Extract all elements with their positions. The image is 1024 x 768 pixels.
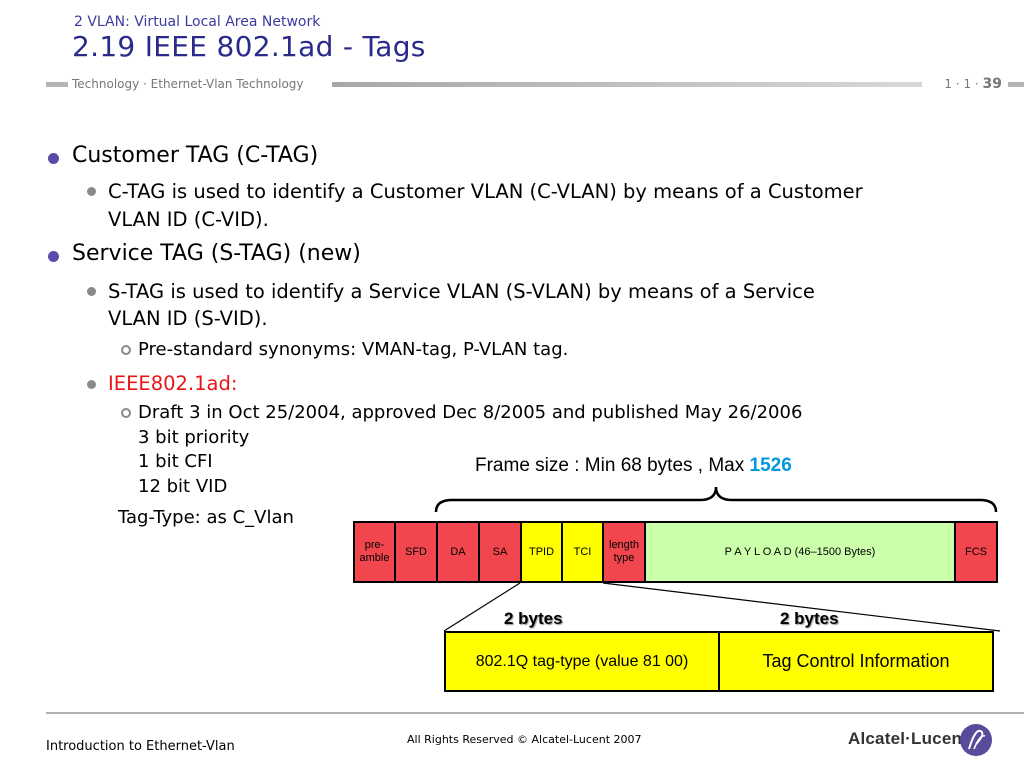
bullet-ring-icon <box>121 345 131 355</box>
frame-field-da: DA <box>436 521 480 583</box>
bullet-dot-icon <box>87 287 96 296</box>
page-number: 1 · 1 · 39 <box>944 76 1002 92</box>
header-rule-left <box>46 82 68 87</box>
sa-label: SA <box>492 545 508 558</box>
synonyms-text: Pre-standard synonyms: VMAN-tag, P-VLAN … <box>138 339 569 360</box>
header-rule-right <box>1008 82 1024 87</box>
preamble-label-2: amble <box>359 552 390 564</box>
frame-field-tpid: TPID <box>520 521 563 583</box>
copyright: All Rights Reserved © Alcatel-Lucent 200… <box>407 733 642 746</box>
bullet-dot-icon <box>87 187 96 196</box>
frame-field-fcs: FCS <box>954 521 998 583</box>
frame-size-max: 1526 <box>749 455 792 476</box>
cfi-text: 1 bit CFI <box>138 451 213 472</box>
bytes-label-right: 2 bytes <box>780 609 839 628</box>
frame-size-label: Frame size : Min 68 bytes , Max 1526 <box>475 455 792 477</box>
ieee-heading: IEEE802.1ad: <box>108 372 238 395</box>
section-supertitle: 2 VLAN: Virtual Local Area Network <box>74 14 321 30</box>
tag-type-label: 802.1Q tag-type (value 81 00) <box>475 652 689 670</box>
bytes-label-left: 2 bytes <box>504 609 563 628</box>
bullet-dot-icon <box>87 380 96 389</box>
tci-label: TCI <box>573 545 592 558</box>
length-label-2: type <box>613 552 635 564</box>
breadcrumb: Technology · Ethernet-Vlan Technology <box>72 77 304 91</box>
tag-type-box: 802.1Q tag-type (value 81 00) <box>444 631 720 692</box>
bullet-ring-icon <box>121 408 131 418</box>
fcs-label: FCS <box>965 545 987 558</box>
sfd-label: SFD <box>405 545 427 558</box>
tci-box: Tag Control Information <box>718 631 994 692</box>
ctag-heading: Customer TAG (C-TAG) <box>72 143 319 168</box>
tpid-label: TPID <box>528 545 555 558</box>
logo: Alcatel·Lucent <box>848 729 968 748</box>
ctag-description-line2: VLAN ID (C-VID). <box>108 208 269 231</box>
tagtype-text: Tag-Type: as C_Vlan <box>118 507 294 528</box>
ctag-description-line1: C-TAG is used to identify a Customer VLA… <box>108 180 863 203</box>
page-title: 2.19 IEEE 802.1ad - Tags <box>72 30 426 63</box>
bullet-dot-icon <box>48 251 59 262</box>
draft-text: Draft 3 in Oct 25/2004, approved Dec 8/2… <box>138 402 803 423</box>
alcatel-lucent-logo-icon <box>960 724 992 756</box>
frame-size-text: Frame size : Min 68 bytes , Max <box>475 455 750 476</box>
stag-description-line2: VLAN ID (S-VID). <box>108 307 268 330</box>
page-number-value: 39 <box>982 76 1002 92</box>
tci-box-label: Tag Control Information <box>762 651 950 671</box>
zoom-line-right <box>602 582 1001 632</box>
da-label: DA <box>450 545 466 558</box>
frame-field-tci: TCI <box>561 521 604 583</box>
vid-text: 12 bit VID <box>138 476 228 497</box>
page-prefix: 1 · 1 · <box>944 77 983 91</box>
stag-description-line1: S-TAG is used to identify a Service VLAN… <box>108 280 815 303</box>
payload-label: P A Y L O A D (46–1500 Bytes) <box>724 545 876 558</box>
zoom-line-left <box>443 582 521 632</box>
preamble-label-1: pre- <box>364 539 385 551</box>
header-rule-middle <box>332 82 922 87</box>
priority-text: 3 bit priority <box>138 427 250 448</box>
footer-rule <box>46 712 1024 714</box>
frame-field-sfd: SFD <box>394 521 438 583</box>
length-label-1: length <box>609 539 639 551</box>
frame-field-payload: P A Y L O A D (46–1500 Bytes) <box>644 521 956 583</box>
frame-brace-icon <box>434 486 998 513</box>
bullet-dot-icon <box>48 153 59 164</box>
frame-field-sa: SA <box>478 521 522 583</box>
course-title: Introduction to Ethernet-Vlan <box>46 739 235 754</box>
stag-heading: Service TAG (S-TAG) (new) <box>72 241 361 266</box>
frame-field-preamble: pre-amble <box>353 521 396 583</box>
